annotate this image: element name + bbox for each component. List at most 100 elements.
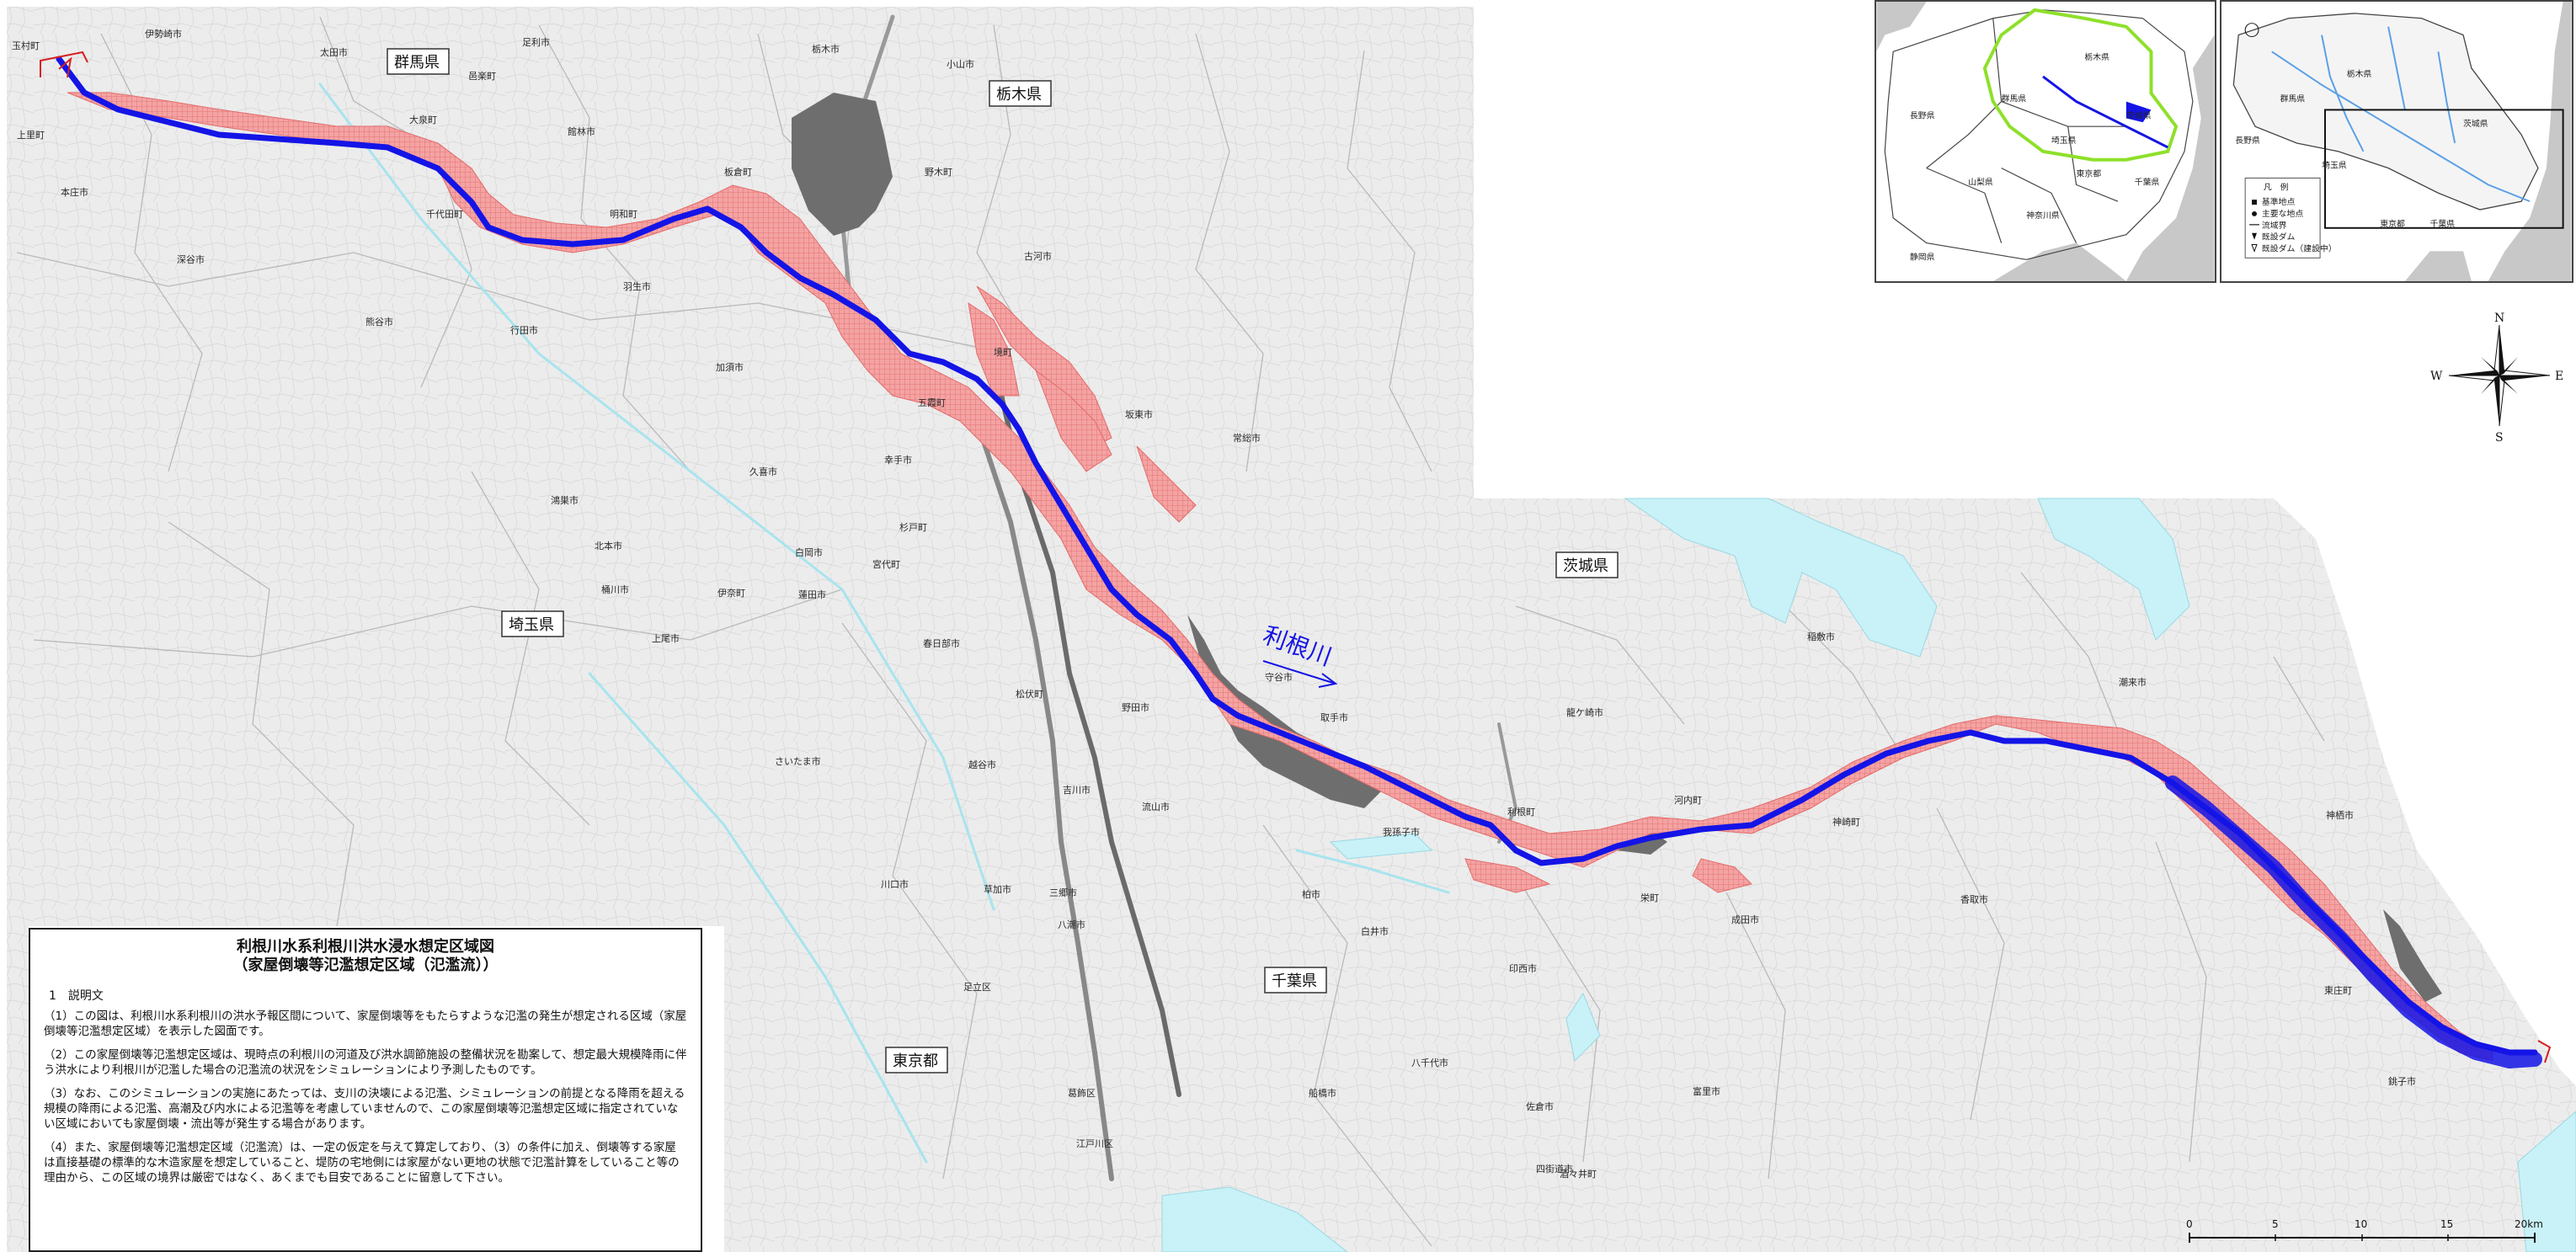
compass-w: W: [2430, 370, 2443, 383]
inset-legend-header: 凡 例: [2264, 181, 2289, 192]
watarase-retarding-basin: [792, 93, 893, 236]
compass-rose: N S E W: [2430, 312, 2563, 445]
place-label-moriya: 守谷市: [1265, 671, 1293, 683]
prefecture-label-tokyo: 東京都: [885, 1047, 948, 1074]
inset-left-label: 群馬県: [2002, 93, 2027, 104]
prefecture-name: 栃木県: [996, 86, 1042, 104]
place-label-itako: 潮来市: [2119, 676, 2147, 688]
place-label-koshigaya: 越谷市: [968, 759, 996, 770]
scale-tick-10: 10: [2355, 1218, 2367, 1230]
inset-left-label: 千葉県: [2135, 176, 2160, 187]
prefecture-label-gunma: 群馬県: [387, 48, 450, 75]
place-label-kitamoto: 北本市: [595, 540, 622, 551]
legend-section-heading: 1 説明文: [49, 989, 104, 1003]
inset-right-label: 東京都: [2380, 218, 2405, 229]
place-label-oyama: 小山市: [947, 58, 974, 70]
inset-map-kanto: 群馬県栃木県長野県埼玉県山梨県東京都神奈川県千葉県静岡県茨城県: [1875, 0, 2216, 283]
place-label-yachiyo: 八千代市: [1411, 1057, 1448, 1068]
place-label-gyoda: 行田市: [510, 324, 538, 336]
place-label-shiroi: 白井市: [1361, 925, 1389, 937]
inset-left-label: 埼玉県: [2051, 135, 2077, 146]
inset-basin-outline: [2232, 13, 2539, 210]
place-label-ryugasaki: 龍ケ崎市: [1566, 706, 1603, 718]
water-bodies: [1161, 498, 2576, 1252]
scale-tick-0: 0: [2186, 1218, 2193, 1230]
legend-paragraph-2: （2）この家屋倒壊等氾濫想定区域は、現時点の利根川の河道及び洪水調節施設の整備状…: [44, 1048, 687, 1077]
inset-legend-item-1: 基準地点: [2262, 196, 2296, 207]
place-label-choshi: 銚子市: [2388, 1075, 2416, 1087]
inset-sea: [1876, 2, 2215, 281]
place-label-joso: 常総市: [1233, 432, 1261, 444]
legend-symbol-dam-construction-icon: [2251, 244, 2258, 253]
compass-east-arrow-icon: [2499, 376, 2550, 381]
scale-bar: 0 5 10 15 20km: [2186, 1218, 2543, 1243]
place-label-fukaya: 深谷市: [177, 253, 205, 265]
place-label-yashio: 八潮市: [1058, 919, 1085, 930]
place-label-katsushika: 葛飾区: [1068, 1088, 1096, 1099]
inset-extent-box: [2324, 109, 2564, 229]
inset-right-label: 千葉県: [2430, 218, 2456, 229]
inset-legend-item-4: 既設ダム: [2262, 232, 2296, 242]
place-label-funabashi: 船橋市: [1309, 1087, 1336, 1099]
inset-right-label: 茨城県: [2463, 118, 2488, 129]
place-label-narita: 成田市: [1731, 914, 1759, 925]
legend-subtitle: （家屋倒壊等氾濫想定区域（氾濫流））: [232, 956, 499, 974]
place-label-ora: 邑楽町: [468, 71, 496, 82]
place-label-kozaki: 神崎町: [1832, 816, 1860, 828]
inset-tone-river: [2042, 75, 2168, 149]
compass-north-arrow-icon: [2499, 325, 2504, 376]
scale-tick-5: 5: [2272, 1218, 2279, 1230]
legend-panel: 利根川水系利根川洪水浸水想定区域図 （家屋倒壊等氾濫想定区域（氾濫流）） 1 説…: [29, 928, 702, 1252]
scale-tick-20km: 20km: [2515, 1218, 2543, 1230]
legend-symbol-dam-icon: [2252, 232, 2257, 240]
place-label-kazo: 加須市: [716, 361, 744, 373]
inset-left-label: 神奈川県: [2026, 210, 2060, 221]
municipal-boundaries: [16, 16, 2325, 1247]
compass-west-arrow-icon: [2449, 370, 2499, 376]
inset-left-label: 東京都: [2077, 168, 2102, 179]
place-label-honjo: 本庄市: [61, 186, 88, 198]
inset-left-label: 茨城県: [2126, 109, 2152, 120]
inset-right-label: 埼玉県: [2322, 160, 2347, 171]
inset-right-legend: 凡 例 基準地点 主要な地点 流域界 既設ダム 既設ダム（建設中）: [2244, 177, 2337, 258]
prefecture-label-box: [989, 80, 1052, 107]
place-label-goka: 五霞町: [918, 397, 946, 408]
prefecture-label-tochigi: 栃木県: [989, 80, 1052, 107]
legend-symbol-base-point-icon: [2252, 200, 2257, 205]
place-label-kamisu: 神栖市: [2326, 809, 2354, 821]
flood-zones: [67, 92, 2493, 1062]
inset-left-label: 長野県: [1910, 110, 1935, 120]
place-label-yoshikawa: 吉川市: [1063, 784, 1091, 796]
place-label-tone: 利根町: [1507, 806, 1535, 818]
inset-right-label: 長野県: [2235, 136, 2260, 146]
prefecture-name: 千葉県: [1272, 972, 1317, 990]
place-label-inzai: 印西市: [1509, 962, 1537, 974]
place-label-kasukabe: 春日部市: [923, 637, 960, 649]
place-label-tamamura: 玉村町: [12, 40, 40, 51]
place-label-nogi: 野木町: [925, 167, 952, 178]
prefecture-name: 東京都: [893, 1052, 938, 1070]
place-labels: 玉村町伊勢崎市太田市足利市栃木市小山市上里町本庄市深谷市邑楽町大泉町館林市板倉町…: [12, 28, 2416, 1180]
place-label-konosu: 鴻巣市: [551, 494, 579, 506]
place-label-matsubushi: 松伏町: [1016, 688, 1043, 700]
place-label-toride: 取手市: [1320, 711, 1348, 723]
tone-river: [56, 56, 2542, 1068]
place-label-sugito: 杉戸町: [899, 521, 927, 533]
inset-left-label: 山梨県: [1968, 176, 1993, 187]
place-label-noda: 野田市: [1122, 701, 1149, 713]
place-label-misato: 三郷市: [1049, 887, 1077, 898]
place-label-itakura: 板倉町: [724, 166, 752, 178]
inset-tone-basin-outline: [1982, 8, 2179, 162]
inset-sea-right: [2404, 2, 2572, 281]
legend-title: 利根川水系利根川洪水浸水想定区域図: [237, 938, 494, 956]
place-label-kuki: 久喜市: [749, 466, 777, 477]
place-label-ina: 伊奈町: [717, 587, 745, 599]
place-label-nagareyama: 流山市: [1142, 801, 1170, 812]
place-label-saitama-city: さいたま市: [775, 755, 821, 767]
legend-paragraph-4: （4）また、家屋倒壊等氾濫想定区域（氾濫流）は、一定の仮定を与えて算定しており、…: [44, 1141, 680, 1185]
place-label-chiyoda: 千代田町: [426, 209, 463, 220]
inset-right-label: 群馬県: [2280, 93, 2306, 104]
